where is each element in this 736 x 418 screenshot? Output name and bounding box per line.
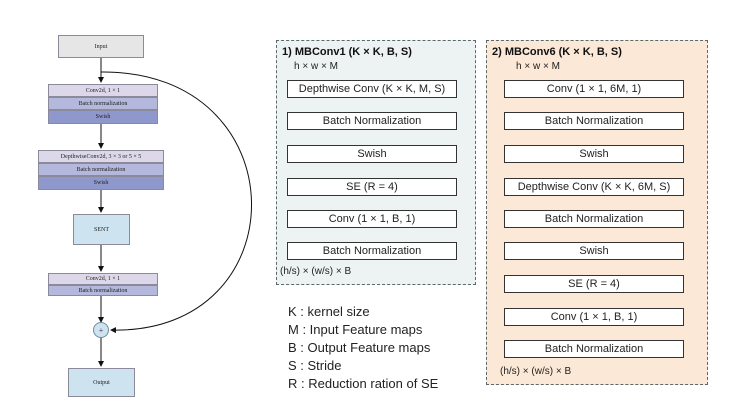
- batch-norm-layer: Batch Normalization: [504, 340, 684, 358]
- conv2d-1x1-node: Conv2d, 1 × 1: [48, 273, 158, 285]
- conv-1x1-layer: Conv (1 × 1, B, 1): [287, 210, 457, 228]
- se-layer: SE (R = 4): [504, 275, 684, 293]
- senet-node: SENT: [73, 214, 130, 245]
- legend-input-feature-maps: M : Input Feature maps: [288, 322, 423, 337]
- swish-layer: Swish: [504, 145, 684, 163]
- batch-norm-layer: Batch Normalization: [287, 112, 457, 130]
- swish-layer: Swish: [504, 242, 684, 260]
- mbconv6-input-dim: h × w × M: [516, 61, 560, 72]
- conv-1x1-expand-layer: Conv (1 × 1, 6M, 1): [504, 80, 684, 98]
- conv2d-1x1-node: Conv2d, 1 × 1: [48, 84, 158, 97]
- mbconv6-output-dim: (h/s) × (w/s) × B: [500, 366, 572, 377]
- legend-reduction-ratio: R : Reduction ration of SE: [288, 376, 439, 391]
- batch-norm-node: Batch normalization: [48, 285, 158, 296]
- mbconv1-title: 1) MBConv1 (K × K, B, S): [282, 46, 412, 58]
- legend-stride: S : Stride: [288, 358, 342, 373]
- depthwise-conv-layer: Depthwise Conv (K × K, 6M, S): [504, 178, 684, 196]
- mbconv1-output-dim: (h/s) × (w/s) × B: [280, 266, 352, 277]
- batch-norm-layer: Batch Normalization: [287, 242, 457, 260]
- se-layer: SE (R = 4): [287, 178, 457, 196]
- swish-node: Swish: [38, 176, 164, 190]
- mbconv1-input-dim: h × w × M: [294, 61, 338, 72]
- output-node: Output: [68, 368, 135, 397]
- batch-norm-layer: Batch Normalization: [504, 210, 684, 228]
- add-node: +: [93, 322, 109, 338]
- swish-layer: Swish: [287, 145, 457, 163]
- legend-kernel-size: K : kernel size: [288, 304, 370, 319]
- swish-node: Swish: [48, 110, 158, 124]
- batch-norm-layer: Batch Normalization: [504, 112, 684, 130]
- depthwise-conv-layer: Depthwise Conv (K × K, M, S): [287, 80, 457, 98]
- conv-1x1-project-layer: Conv (1 × 1, B, 1): [504, 308, 684, 326]
- legend-output-feature-maps: B : Output Feature maps: [288, 340, 431, 355]
- depthwise-conv-node: DepthwiseConv2d, 3 × 3 or 5 × 5: [38, 150, 164, 163]
- input-node: Input: [58, 35, 144, 58]
- batch-norm-node: Batch normalization: [48, 97, 158, 110]
- mbconv6-title: 2) MBConv6 (K × K, B, S): [492, 46, 622, 58]
- batch-norm-node: Batch normalization: [38, 163, 164, 176]
